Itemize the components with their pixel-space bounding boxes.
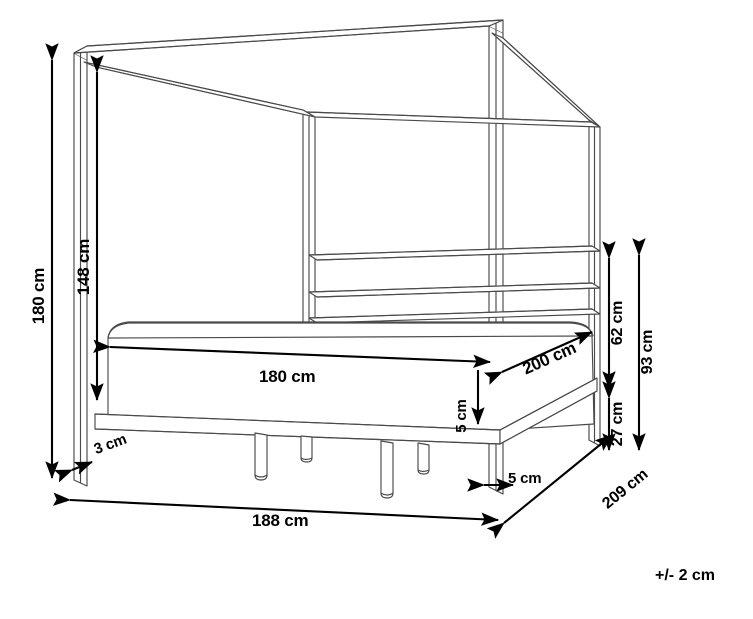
post-back-left [302,109,316,337]
support-leg [417,442,430,475]
dimline-mattress-width [92,339,492,369]
post-front-left [73,45,88,487]
canopy-rail-back [306,111,601,128]
canopy-rail-front [73,19,504,54]
label-overall-width: 188 cm [252,511,309,530]
label-mattress-width: 180 cm [259,367,316,386]
dimline-post-front [53,461,93,483]
label-base-clearance: 27 cm [609,401,626,447]
mattress-surface [107,321,595,431]
support-leg [300,435,313,463]
label-post-side: 5 cm [508,470,542,487]
headboard-rail-lower [308,282,601,298]
dimline-overall-depth [486,434,613,539]
canopy-rail-right-side [491,32,601,128]
tolerance-note: +/- 2 cm [655,567,716,584]
headboard-rail-upper [308,245,601,261]
canopy-rail-left-side [83,61,316,118]
label-canopy-height: 148 cm [74,238,93,296]
label-headboard-total: 93 cm [639,329,656,375]
headboard-rail-mattress-top [308,308,601,324]
support-leg [254,432,268,481]
support-leg [380,440,394,499]
label-headboard-upper: 62 cm [609,300,626,346]
label-base-thickness: 5 cm [453,399,470,433]
dimension-lines [45,43,646,539]
label-total-height: 180 cm [29,267,48,325]
bed-frame-outline [73,19,601,499]
dimline-mattress-length [483,331,593,385]
dimline-overall-width [52,492,500,526]
support-legs [254,432,430,499]
